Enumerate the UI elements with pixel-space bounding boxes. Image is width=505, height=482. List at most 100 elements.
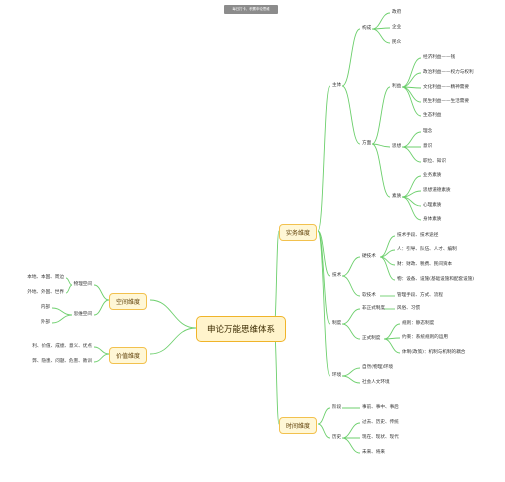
branch-space[interactable]: 空间维度 xyxy=(109,293,148,310)
leaf-formal-3: 体制(政策)：机制与机制的耦合 xyxy=(402,350,466,355)
leaf-structure-2: 企业 xyxy=(392,25,402,30)
leaf-structure-3: 民众 xyxy=(392,40,402,45)
leaf-quality-3: 心理素质 xyxy=(423,203,442,208)
leaf-quality-1: 业务素质 xyxy=(423,173,442,178)
node-physical-space[interactable]: 物理空间 xyxy=(73,282,92,287)
connector-line xyxy=(371,86,391,145)
connector-line xyxy=(383,338,401,354)
node-structure[interactable]: 构成 xyxy=(362,26,372,31)
leaf-hard-2: 人：引导、队伍、人才、编制 xyxy=(397,247,457,252)
leaf-space-1: 本地、本国、周边 xyxy=(27,275,64,280)
node-environment[interactable]: 环境 xyxy=(332,373,342,378)
node-thought[interactable]: 思想 xyxy=(392,144,402,149)
connector-line xyxy=(371,28,391,44)
connector-line xyxy=(149,327,197,355)
root-node[interactable]: 申论万能思维体系 xyxy=(196,316,287,342)
leaf-structure-1: 政府 xyxy=(392,10,402,15)
connector-line xyxy=(317,423,331,439)
connector-line xyxy=(341,28,361,87)
leaf-informal: 风俗、习惯 xyxy=(397,306,420,311)
leaf-env-1: 自然(物理)环境 xyxy=(362,365,394,370)
leaf-history-1: 过去、历史、传统 xyxy=(362,420,399,425)
connector-line xyxy=(341,367,361,377)
node-system[interactable]: 制度 xyxy=(332,321,342,326)
connector-line xyxy=(65,277,73,286)
connector-line xyxy=(65,284,73,294)
connector-line xyxy=(401,131,422,148)
connector-line xyxy=(341,375,361,384)
leaf-hard-4: 物：设备、设施(基础设施和配套设施) xyxy=(397,277,475,282)
connector-line xyxy=(401,196,422,221)
leaf-history-3: 未来、将来 xyxy=(362,450,385,455)
leaf-interest-3: 文化利益——精神需要 xyxy=(423,85,469,90)
node-thinking-space[interactable]: 思维空间 xyxy=(73,312,92,317)
node-history[interactable]: 历史 xyxy=(332,435,342,440)
connector-line xyxy=(371,143,391,148)
leaf-outer: 外部 xyxy=(40,320,50,325)
connector-line xyxy=(401,57,422,88)
connector-line xyxy=(341,308,361,325)
connector-line xyxy=(341,85,361,145)
leaf-hard-3: 财：财政、税费、民间资本 xyxy=(397,262,453,267)
node-side[interactable]: 方面 xyxy=(362,141,372,146)
connector-line xyxy=(401,86,422,117)
leaf-formal-1: 规则：静态制度 xyxy=(402,321,435,326)
connector-line xyxy=(401,86,422,103)
leaf-value-1: 利、价值、成绩、意义、优点 xyxy=(32,344,92,349)
leaf-interest-1: 经济利益——钱 xyxy=(423,55,456,60)
connector-line xyxy=(371,12,391,30)
node-hard-tech[interactable]: 硬技术 xyxy=(362,254,376,259)
connector-line xyxy=(93,346,110,355)
connector-line xyxy=(93,299,110,316)
node-formal[interactable]: 正式制度 xyxy=(362,336,381,341)
leaf-inner: 内部 xyxy=(40,305,50,310)
connector-line xyxy=(341,422,361,439)
node-interest[interactable]: 利益 xyxy=(392,84,402,89)
connector-line xyxy=(51,307,73,316)
node-soft-tech[interactable]: 软技术 xyxy=(362,293,376,298)
leaf-env-2: 社会人文环境 xyxy=(362,380,390,385)
node-subject[interactable]: 主体 xyxy=(332,83,342,88)
connector-line xyxy=(371,143,391,198)
leaf-thought-3: 职位、知识 xyxy=(423,159,446,164)
connector-line xyxy=(383,323,401,340)
leaf-interest-5: 生态利益 xyxy=(423,113,442,118)
node-informal[interactable]: 非正式制度 xyxy=(362,306,385,311)
connector-line xyxy=(379,256,396,281)
leaf-phase: 事前、事中、事后 xyxy=(362,405,399,410)
leaf-thought-1: 理念 xyxy=(423,129,433,134)
connector-line xyxy=(317,407,331,425)
connector-line xyxy=(273,230,280,329)
connector-line xyxy=(317,85,331,232)
connector-line xyxy=(401,196,422,207)
connector-line xyxy=(317,230,331,377)
connector-line xyxy=(149,299,197,329)
connector-line xyxy=(341,275,361,297)
leaf-soft: 管理手段、方式、流程 xyxy=(397,293,443,298)
connector-line xyxy=(93,353,110,363)
connector-line xyxy=(341,437,361,454)
node-quality[interactable]: 素质 xyxy=(392,194,402,199)
top-banner: 每日打卡，积累申论思维 xyxy=(224,5,278,14)
leaf-thought-2: 意识 xyxy=(423,144,433,149)
leaf-quality-2: 思想道德素质 xyxy=(423,188,451,193)
leaf-formal-2: 约束：系统规则的运用 xyxy=(402,335,448,340)
branch-time[interactable]: 时间维度 xyxy=(279,417,318,434)
leaf-history-2: 现在、现状、现代 xyxy=(362,435,399,440)
node-tech[interactable]: 技术 xyxy=(332,273,342,278)
connector-line xyxy=(51,314,73,324)
connector-line xyxy=(273,327,280,425)
branch-value[interactable]: 价值维度 xyxy=(109,347,148,364)
leaf-interest-2: 政治利益——权力与权利 xyxy=(423,70,474,75)
connector-line xyxy=(341,256,361,277)
leaf-value-2: 弊、隐患、问题、危害、教训 xyxy=(32,359,92,364)
leaf-hard-1: 技术手段、技术途径 xyxy=(397,233,439,238)
connector-line xyxy=(341,323,361,340)
connector-line xyxy=(93,284,110,301)
branch-practice[interactable]: 实务维度 xyxy=(279,224,318,241)
connector-line xyxy=(401,146,422,163)
node-phase[interactable]: 阶段 xyxy=(332,405,342,410)
leaf-quality-4: 身体素质 xyxy=(423,217,442,222)
